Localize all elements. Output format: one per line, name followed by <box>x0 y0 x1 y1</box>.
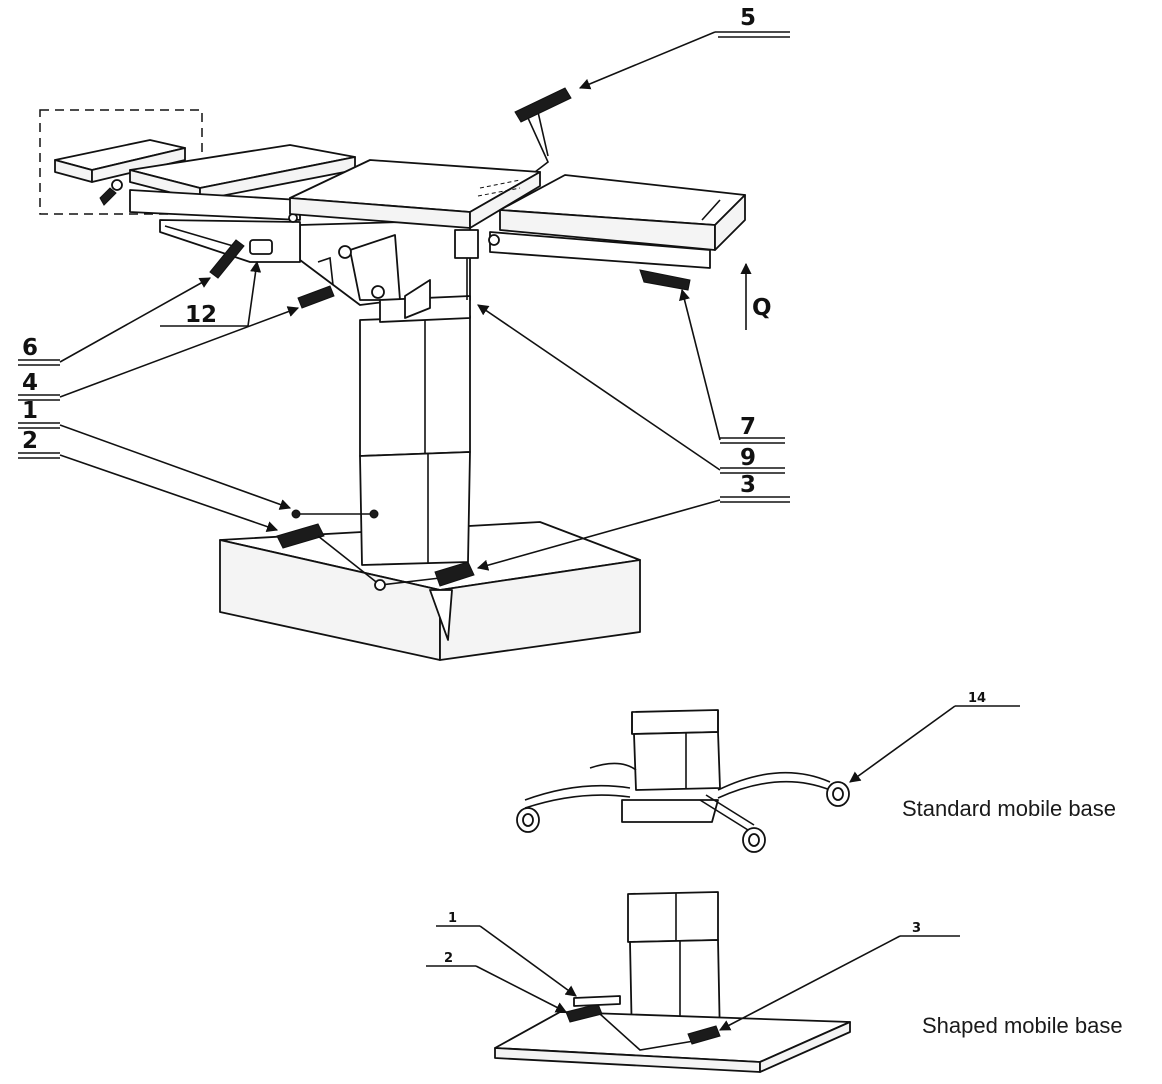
caster <box>826 781 850 807</box>
callout-9: 9 <box>740 445 756 471</box>
callout-2: 2 <box>22 428 38 454</box>
standard-mobile-base-illustration <box>516 709 850 853</box>
central-block <box>299 219 471 323</box>
callout-6: 6 <box>22 335 38 361</box>
callout-shaped-1: 1 <box>448 911 457 926</box>
callout-12: 12 <box>185 302 217 328</box>
callout-4: 4 <box>22 370 38 396</box>
callout-q: Q <box>752 295 772 321</box>
leg-section <box>404 174 746 319</box>
caster <box>742 827 766 853</box>
callout-3: 3 <box>740 472 756 498</box>
callout-7: 7 <box>740 414 756 440</box>
callout-14: 14 <box>968 691 986 706</box>
seat-section <box>289 159 541 229</box>
callout-1: 1 <box>22 398 38 424</box>
caster <box>516 807 540 833</box>
foot-pedals <box>276 509 475 591</box>
callout-shaped-3: 3 <box>912 921 921 936</box>
caption-shaped-mobile-base: Shaped mobile base <box>922 1013 1123 1038</box>
main-callouts: 5 12 6 4 1 2 Q 7 9 <box>18 5 790 571</box>
callout-shaped-2: 2 <box>444 951 453 966</box>
shaped-mobile-base-illustration <box>494 891 851 1073</box>
caption-standard-mobile-base: Standard mobile base <box>902 796 1116 821</box>
head-lever <box>209 239 273 279</box>
main-table-illustration <box>39 87 752 661</box>
callout-5: 5 <box>740 5 756 31</box>
table-column <box>359 315 471 566</box>
crank-handle <box>514 87 572 173</box>
back-lever <box>297 256 335 309</box>
